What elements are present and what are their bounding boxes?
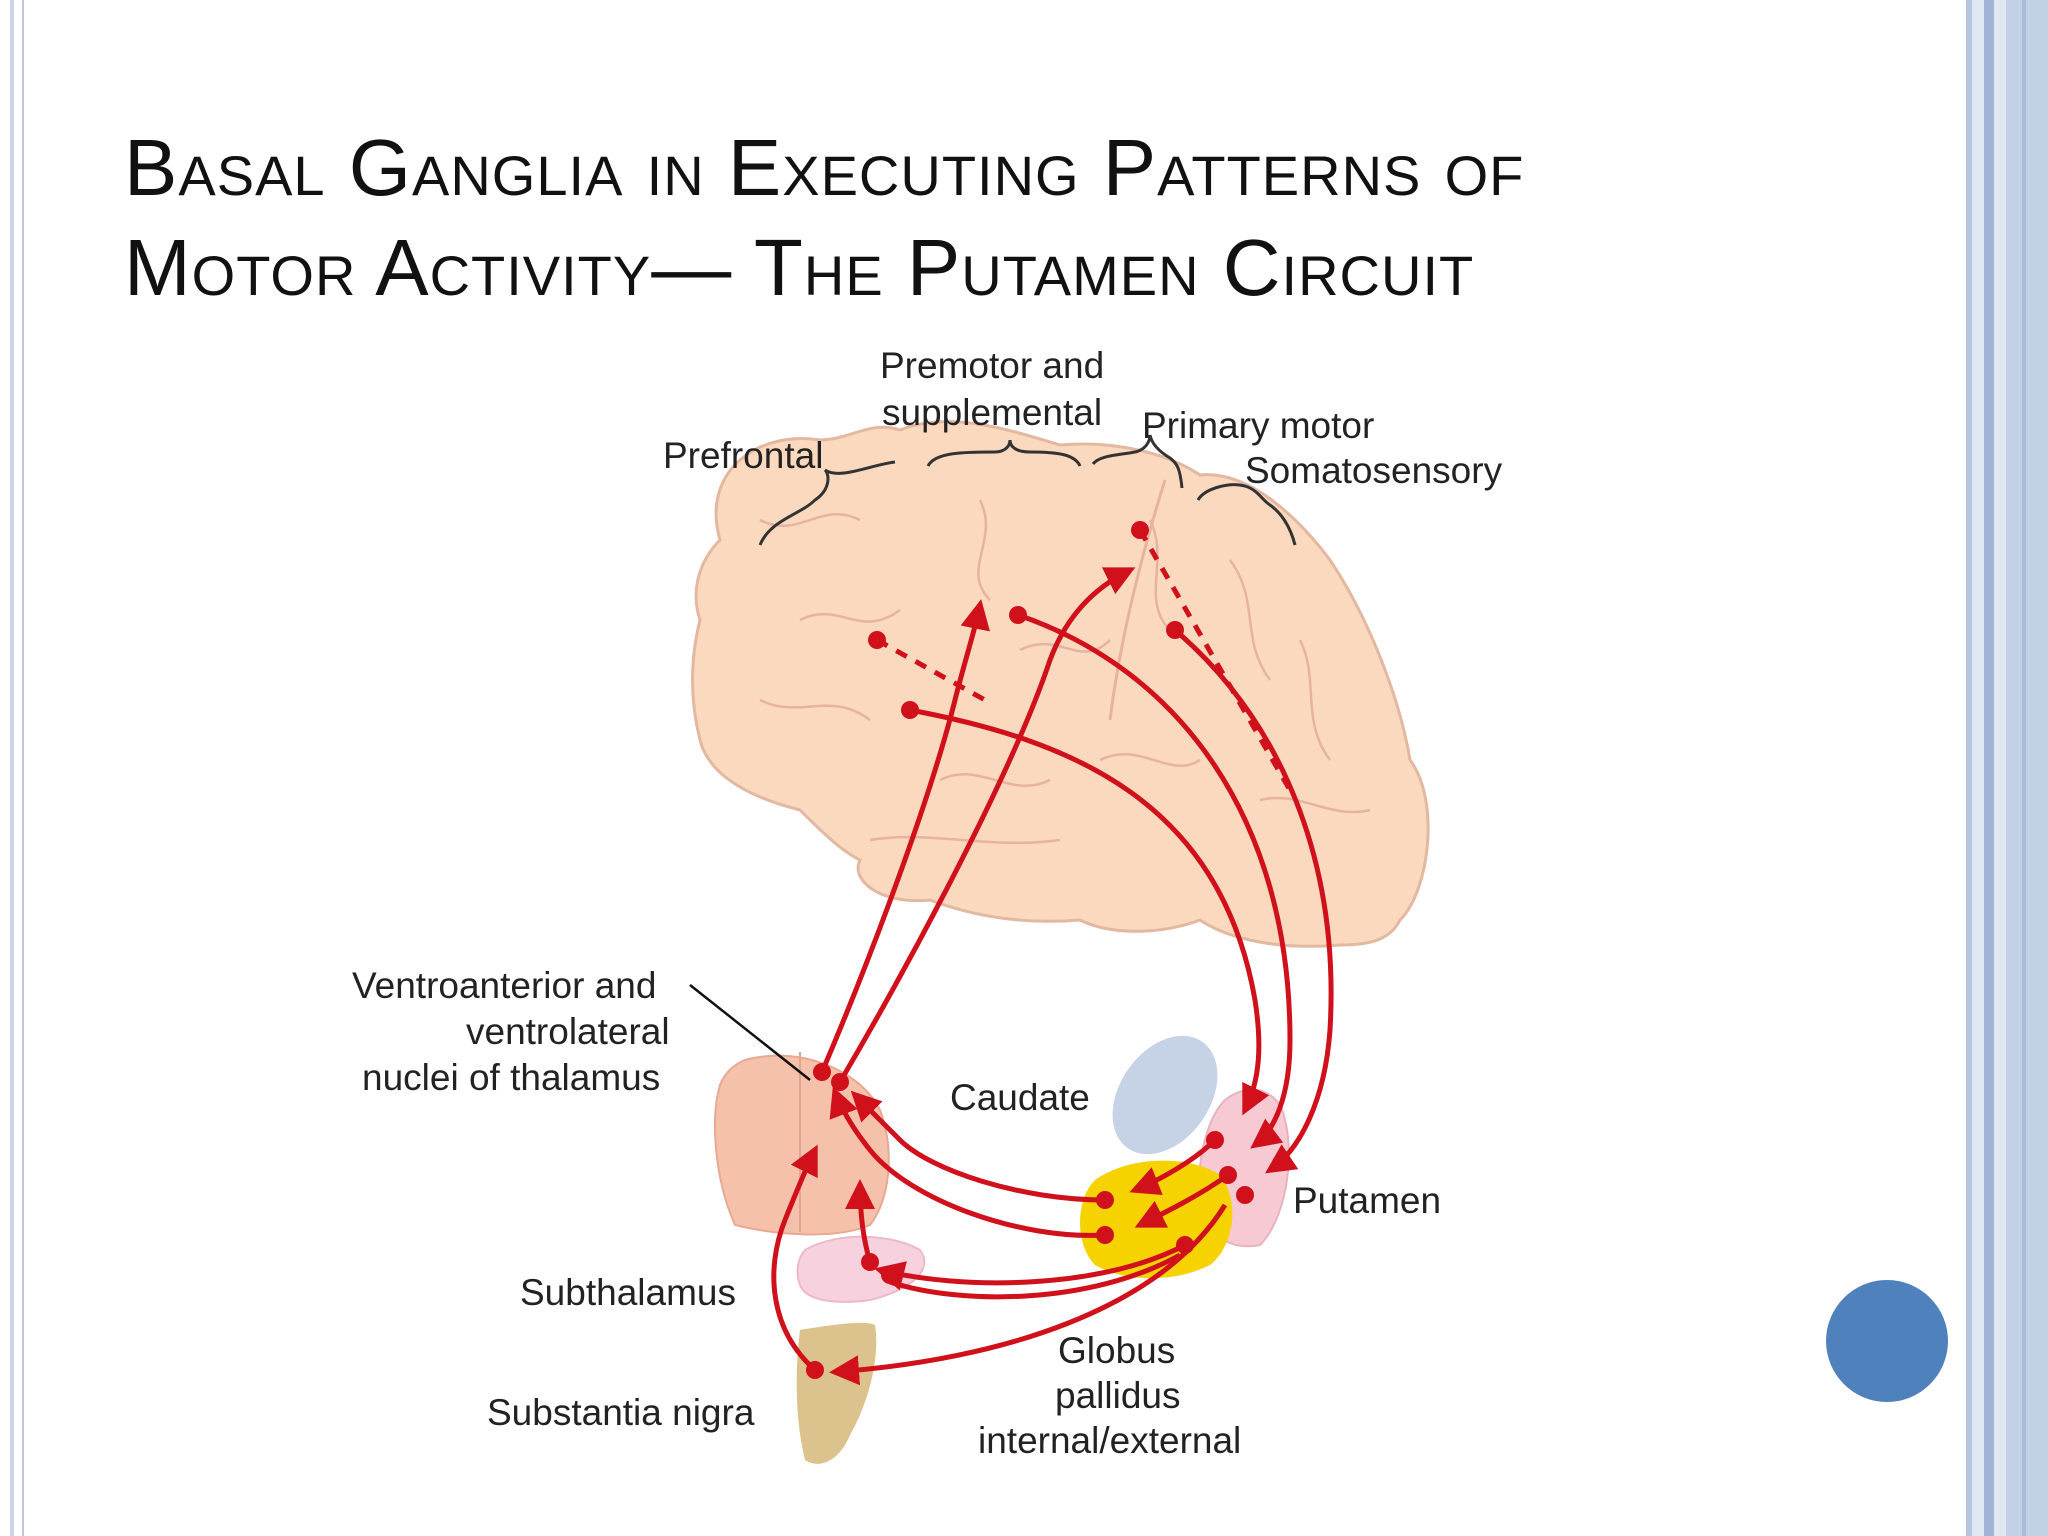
pathway-gp-to-thalamus-2: [829, 1086, 1106, 1238]
border-stripe: [2006, 0, 2048, 1536]
pathway-cortex-to-putamen-2: [1017, 612, 1293, 1149]
label-caudate: Caudate: [950, 1077, 1090, 1118]
node-gp-1: [1096, 1191, 1114, 1209]
label-thalamus-line-1: Ventroanterior and: [352, 965, 656, 1006]
label-globus-line-1: Globus: [1058, 1330, 1175, 1371]
dashed-motor-connection: [1137, 528, 1293, 792]
somatosensory-bracket: [1196, 483, 1297, 546]
diagram-labels: Premotor and supplemental Primary motor …: [352, 345, 1503, 1461]
primary-motor-bracket: [1091, 434, 1184, 489]
label-primary-motor: Primary motor: [1142, 405, 1374, 446]
label-thalamus-line-2: ventrolateral: [466, 1011, 670, 1052]
node-primary-motor: [1131, 521, 1149, 539]
label-putamen: Putamen: [1293, 1180, 1441, 1221]
brain-central-sulcus: [1108, 479, 1167, 721]
label-premotor-line-2: supplemental: [882, 392, 1102, 433]
pathway-nodes: [806, 521, 1254, 1379]
label-globus-line-3: internal/external: [978, 1420, 1241, 1461]
node-putamen-1: [1206, 1131, 1224, 1149]
pathway-gp-to-subthalamus-2: [889, 1252, 1182, 1300]
node-putamen-3: [1236, 1186, 1254, 1204]
slide-left-border: [0, 0, 24, 1536]
pathway-cortex-to-putamen-3: [1173, 628, 1334, 1174]
node-subthalamus-1: [861, 1253, 879, 1271]
border-stripe: [1966, 0, 1972, 1536]
label-globus-line-2: pallidus: [1055, 1375, 1180, 1416]
slide-right-border: [1966, 0, 2048, 1536]
slide-decoration-circle: [1826, 1280, 1948, 1402]
label-prefrontal: Prefrontal: [663, 435, 823, 476]
slide-title: Basal Ganglia in Executing Patterns of M…: [124, 118, 1844, 318]
pathway-nigra-to-thalamus: [771, 1144, 818, 1372]
border-stripe: [1984, 0, 1994, 1536]
node-putamen-2: [1219, 1166, 1237, 1184]
node-thalamus-2: [831, 1073, 849, 1091]
node-prefrontal: [868, 631, 886, 649]
label-somatosensory: Somatosensory: [1245, 450, 1503, 491]
pathway-thalamus-to-premotor: [819, 599, 990, 1073]
node-gp-3: [1176, 1236, 1194, 1254]
border-stripe: [2022, 0, 2026, 1536]
node-somatosensory: [1166, 621, 1184, 639]
node-premotor: [1009, 606, 1027, 624]
substantia-nigra: [796, 1322, 877, 1464]
pathway-thalamus-to-primary-motor: [837, 567, 1136, 1084]
pathway-gp-to-thalamus-1: [850, 1090, 1106, 1203]
node-substantia-nigra: [806, 1361, 824, 1379]
thalamus-leader-line: [689, 984, 811, 1081]
node-subthalamus-2: [881, 1266, 899, 1284]
premotor-bracket: [926, 439, 1082, 467]
brain-gyri: [759, 499, 1371, 845]
node-prefrontal-2: [901, 701, 919, 719]
pathway-putamen-to-gp-2: [1134, 1172, 1230, 1228]
label-subthalamus: Subthalamus: [520, 1272, 736, 1313]
node-thalamus-1: [813, 1063, 831, 1081]
subthalamus: [796, 1235, 926, 1303]
label-premotor-line-1: Premotor and: [880, 345, 1104, 386]
slide-title-line-1: Basal Ganglia in Executing Patterns of: [124, 123, 1525, 212]
label-thalamus-line-3: nuclei of thalamus: [362, 1057, 660, 1098]
prefrontal-bracket: [758, 460, 896, 546]
caudate: [1112, 1035, 1218, 1155]
node-gp-2: [1096, 1226, 1114, 1244]
pathway-gp-to-subthalamus: [874, 1242, 1187, 1291]
cortical-region-brackets: [758, 434, 1297, 546]
label-substantia-nigra: Substantia nigra: [487, 1392, 755, 1433]
slide-title-line-2: Motor Activity— The Putamen Circuit: [124, 223, 1475, 312]
